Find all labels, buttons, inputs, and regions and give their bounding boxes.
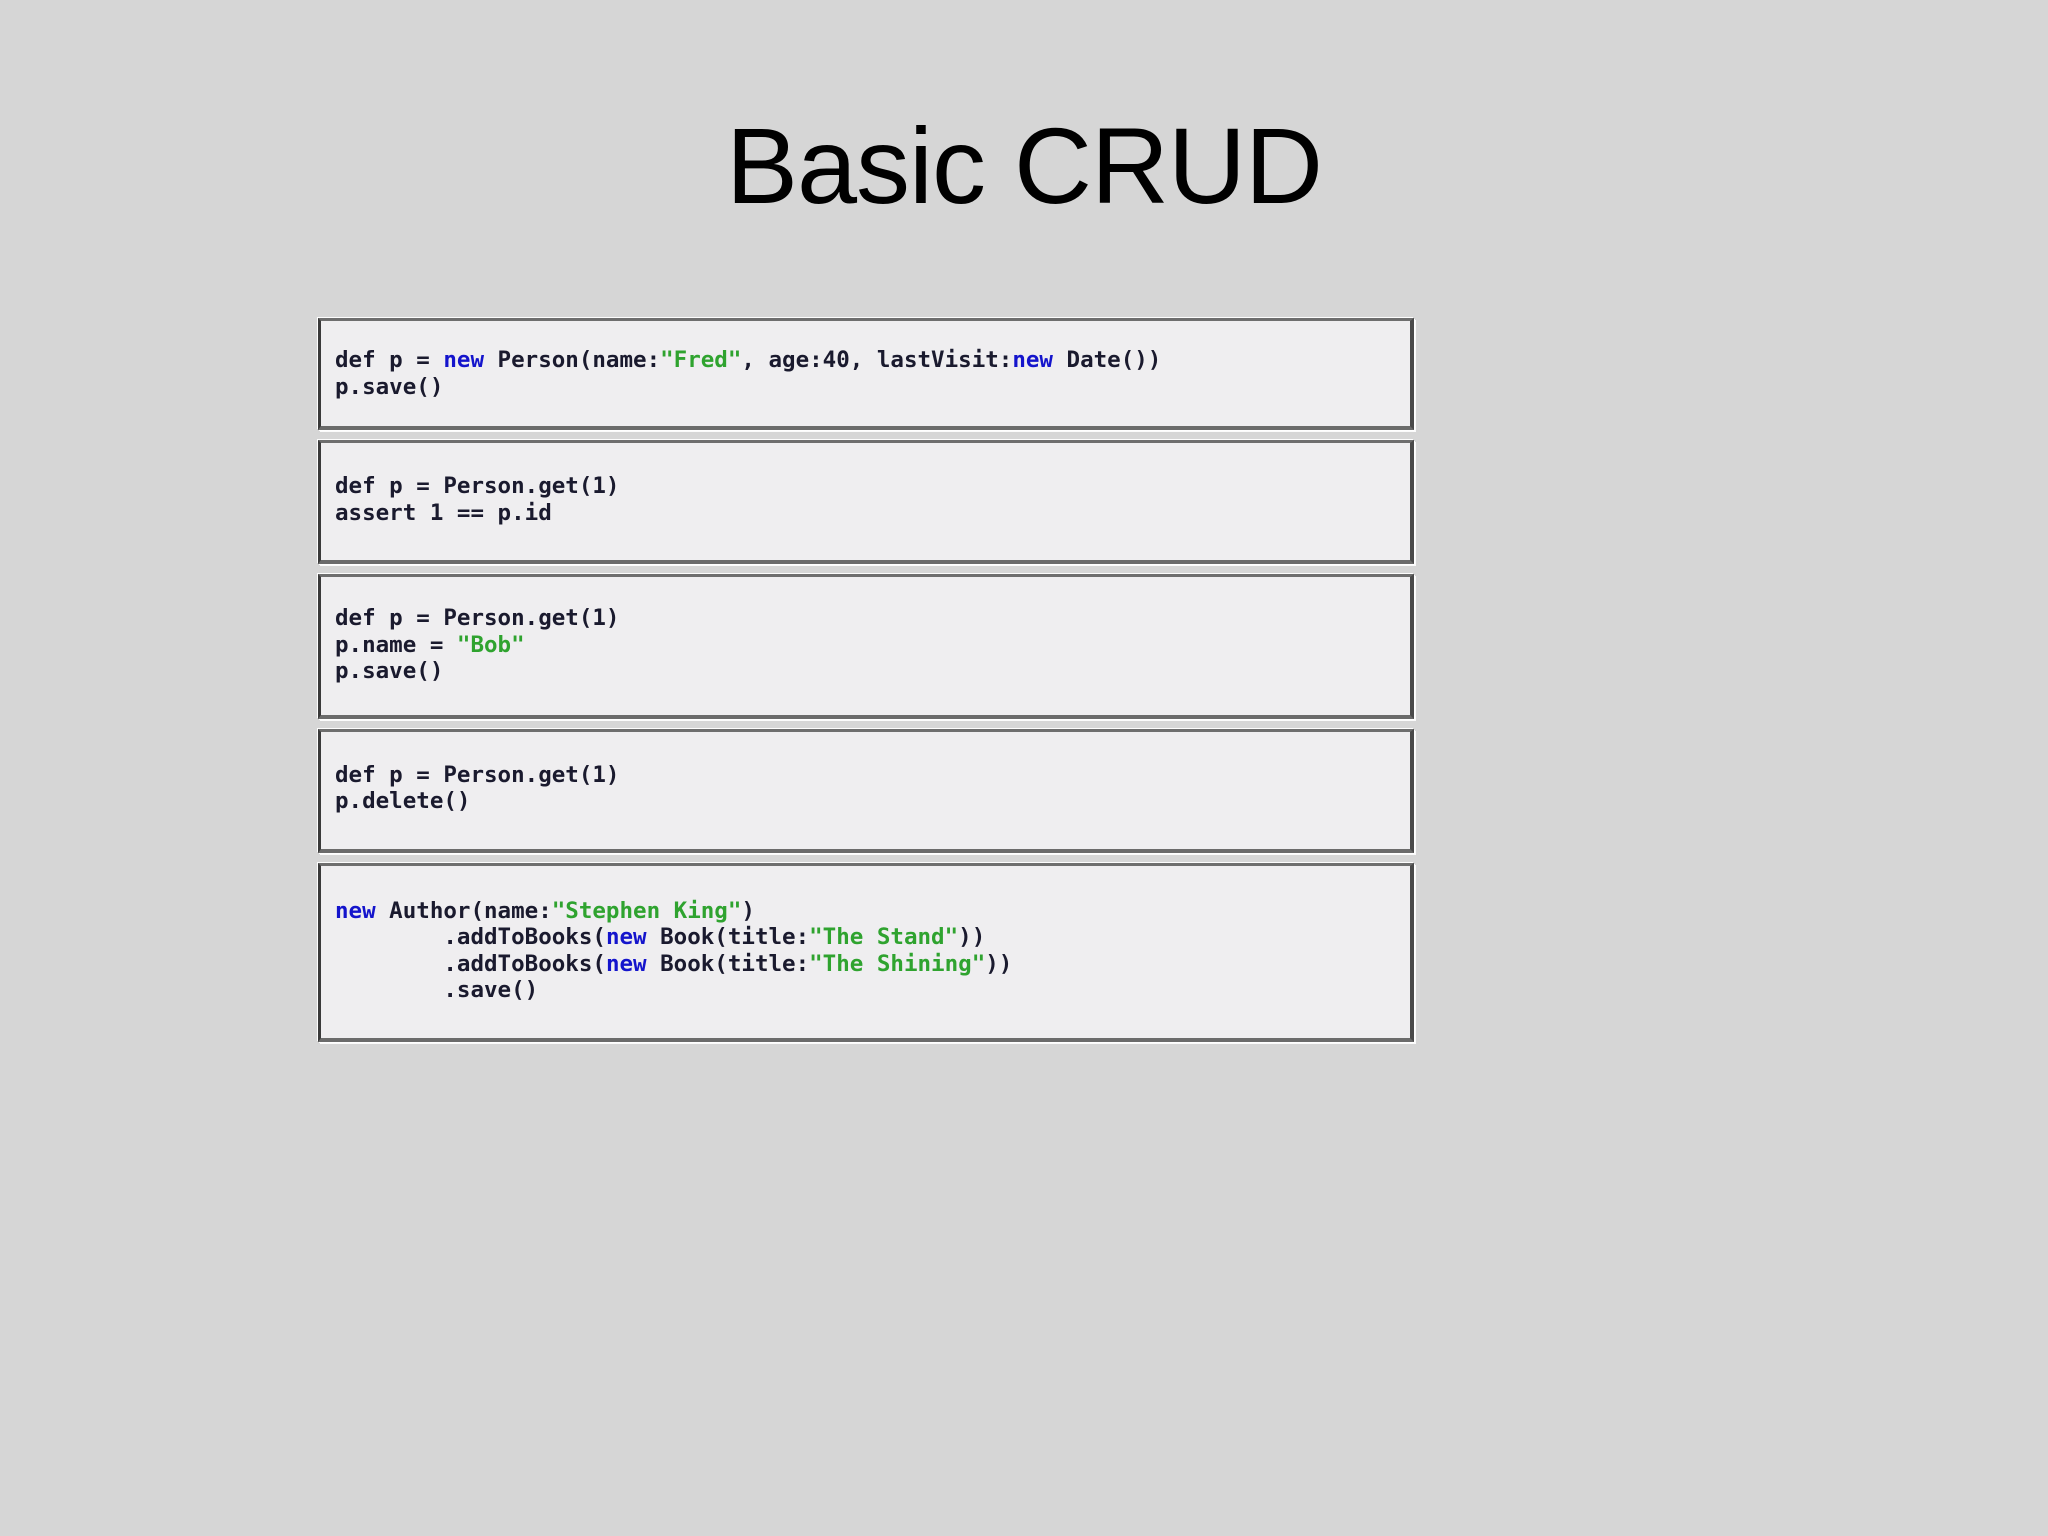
code-token-plain: .save() bbox=[335, 977, 539, 1003]
code-token-plain: )) bbox=[985, 950, 1013, 977]
code-line: .addToBooks(new Book(title:"The Stand")) bbox=[335, 924, 1410, 951]
code-token-plain: def p = Person.get(1) bbox=[335, 605, 620, 631]
code-text-delete: def p = Person.get(1)p.delete() bbox=[335, 762, 1410, 815]
code-token-keyword: new bbox=[605, 950, 647, 977]
code-token-plain: , age:40, lastVisit: bbox=[741, 347, 1013, 373]
code-line: p.save() bbox=[335, 658, 1410, 685]
code-text-create: def p = new Person(name:"Fred", age:40, … bbox=[335, 347, 1410, 400]
code-block-stack: def p = new Person(name:"Fred", age:40, … bbox=[318, 318, 1414, 1042]
code-token-plain: p.delete() bbox=[335, 788, 471, 814]
code-line: def p = Person.get(1) bbox=[335, 605, 1410, 632]
code-token-plain: def p = Person.get(1) bbox=[335, 473, 620, 499]
code-token-plain: def p = bbox=[335, 347, 444, 373]
code-token-keyword: new bbox=[1012, 347, 1053, 373]
code-line: def p = new Person(name:"Fred", age:40, … bbox=[335, 347, 1410, 374]
code-line: assert 1 == p.id bbox=[335, 500, 1410, 527]
code-block-update: def p = Person.get(1)p.name = "Bob"p.sav… bbox=[318, 574, 1414, 719]
code-token-plain: p.name = bbox=[335, 631, 457, 658]
code-block-create: def p = new Person(name:"Fred", age:40, … bbox=[318, 318, 1414, 430]
code-token-plain: Date()) bbox=[1052, 347, 1162, 373]
code-token-plain: Author(name: bbox=[375, 897, 552, 924]
code-token-plain: Book(title: bbox=[646, 924, 810, 950]
code-token-plain: Person(name: bbox=[484, 347, 661, 373]
code-token-plain: .addToBooks( bbox=[335, 924, 606, 950]
code-text-read: def p = Person.get(1)assert 1 == p.id bbox=[335, 473, 1410, 526]
code-line: p.name = "Bob" bbox=[335, 632, 1410, 659]
code-line: p.save() bbox=[335, 374, 1410, 401]
code-token-keyword: new bbox=[443, 347, 485, 373]
code-block-delete: def p = Person.get(1)p.delete() bbox=[318, 728, 1414, 853]
code-token-plain: .addToBooks( bbox=[335, 950, 606, 977]
code-token-plain: assert 1 == p.id bbox=[335, 499, 552, 526]
page-title: Basic CRUD bbox=[725, 105, 1323, 226]
code-token-string: "The Stand" bbox=[809, 924, 959, 950]
code-token-string: "Stephen King" bbox=[551, 897, 742, 924]
code-line: new Author(name:"Stephen King") bbox=[335, 898, 1410, 925]
code-line: .addToBooks(new Book(title:"The Shining"… bbox=[335, 951, 1410, 978]
code-line: .save() bbox=[335, 977, 1410, 1004]
code-token-plain: ) bbox=[741, 897, 755, 924]
code-token-plain: Book(title: bbox=[646, 950, 810, 977]
code-block-associations: new Author(name:"Stephen King") .addToBo… bbox=[318, 862, 1414, 1042]
code-token-plain: p.save() bbox=[335, 658, 444, 684]
code-text-associations: new Author(name:"Stephen King") .addToBo… bbox=[335, 898, 1410, 1004]
code-token-plain: p.save() bbox=[335, 373, 444, 400]
code-token-plain: )) bbox=[958, 924, 986, 950]
code-line: def p = Person.get(1) bbox=[335, 473, 1410, 500]
code-line: p.delete() bbox=[335, 788, 1410, 815]
code-token-keyword: new bbox=[335, 897, 376, 924]
code-line: def p = Person.get(1) bbox=[335, 762, 1410, 789]
code-token-plain: def p = Person.get(1) bbox=[335, 761, 620, 788]
code-token-keyword: new bbox=[605, 924, 647, 950]
code-token-string: "Bob" bbox=[456, 631, 525, 658]
code-block-read: def p = Person.get(1)assert 1 == p.id bbox=[318, 440, 1414, 564]
code-token-string: "Fred" bbox=[660, 347, 742, 373]
code-text-update: def p = Person.get(1)p.name = "Bob"p.sav… bbox=[335, 605, 1410, 685]
code-token-string: "The Shining" bbox=[809, 950, 986, 977]
